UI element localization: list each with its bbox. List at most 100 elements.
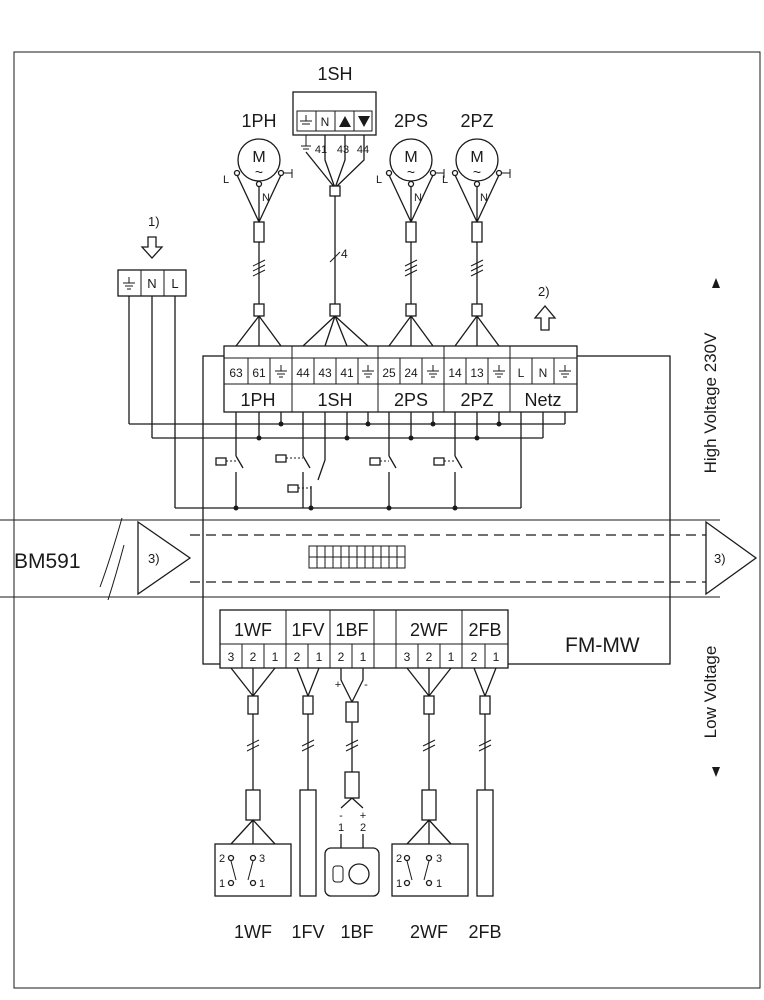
ground-icon: [275, 365, 571, 378]
bottom-label-1wf: 1WF: [234, 922, 272, 942]
lv-cables: + -: [230, 667, 497, 790]
svg-text:L: L: [171, 276, 178, 291]
svg-text:44: 44: [296, 366, 310, 380]
cable-count: 4: [341, 247, 348, 261]
svg-text:43: 43: [337, 144, 349, 156]
svg-text:N: N: [414, 192, 422, 204]
svg-text:3: 3: [436, 853, 442, 865]
svg-text:1: 1: [396, 878, 402, 890]
module-label: FM-MW: [565, 634, 640, 657]
motor-2ps: 2PS M ~ L N: [376, 111, 445, 223]
sensor-2wf: 2 3 1 1: [391, 789, 469, 897]
svg-text:N: N: [147, 276, 156, 291]
svg-text:~: ~: [407, 164, 415, 180]
relay-contacts: [215, 454, 463, 508]
arrow-up-icon: [712, 278, 720, 288]
bus-connector-icon: [308, 545, 406, 569]
low-voltage-label: Low Voltage: [701, 646, 720, 739]
svg-text:13: 13: [470, 366, 484, 380]
svg-text:1: 1: [316, 650, 323, 664]
svg-text:M: M: [252, 149, 265, 166]
svg-text:1: 1: [360, 650, 367, 664]
svg-text:41: 41: [315, 144, 327, 156]
svg-text:1: 1: [259, 878, 265, 890]
svg-text:2: 2: [250, 650, 257, 664]
svg-text:2PZ: 2PZ: [460, 390, 493, 410]
svg-text:1: 1: [338, 822, 344, 834]
bottom-label-1bf: 1BF: [340, 922, 373, 942]
sensor-1bf: - + 1 2: [324, 771, 380, 897]
bus-in-arrow-icon: [137, 520, 192, 596]
arrow-down-icon: [712, 767, 720, 777]
svg-text:2: 2: [396, 853, 402, 865]
svg-text:-: -: [364, 679, 368, 691]
svg-text:3: 3: [259, 853, 265, 865]
note-1: 1): [148, 214, 160, 229]
svg-text:1: 1: [493, 650, 500, 664]
svg-text:N: N: [262, 192, 270, 204]
motor-2pz: 2PZ M ~ L N: [442, 111, 511, 223]
svg-text:1: 1: [436, 878, 442, 890]
svg-text:N: N: [539, 366, 548, 380]
up-triangle-icon: [339, 116, 351, 127]
svg-text:~: ~: [255, 164, 263, 180]
svg-text:25: 25: [382, 366, 396, 380]
arrow-down-outline-icon: [140, 236, 164, 259]
svg-text:2: 2: [360, 822, 366, 834]
svg-text:24: 24: [404, 366, 418, 380]
svg-text:2: 2: [426, 650, 433, 664]
svg-text:1PH: 1PH: [241, 111, 276, 131]
svg-text:1FV: 1FV: [291, 620, 324, 640]
svg-text:+: +: [360, 810, 366, 822]
svg-text:2WF: 2WF: [410, 620, 448, 640]
bus-out-arrow-icon: [705, 520, 758, 596]
svg-text:-: -: [339, 810, 343, 822]
svg-text:43: 43: [318, 366, 332, 380]
svg-text:L: L: [518, 366, 525, 380]
svg-text:+: +: [335, 679, 341, 691]
arrow-up-outline-icon: [533, 304, 557, 331]
svg-text:2PS: 2PS: [394, 390, 428, 410]
svg-text:1WF: 1WF: [234, 620, 272, 640]
bottom-label-2fb: 2FB: [468, 922, 501, 942]
hv-terminal-block: 63 61 44 43 41 25 24 14 13 L N 1PH 1SH 2…: [223, 345, 578, 413]
mains-input-box: N L: [117, 269, 187, 297]
svg-text:L: L: [442, 174, 448, 186]
svg-text:14: 14: [448, 366, 462, 380]
svg-text:M: M: [404, 149, 417, 166]
svg-text:41: 41: [340, 366, 354, 380]
down-triangle-icon: [358, 116, 370, 127]
svg-text:2: 2: [294, 650, 301, 664]
svg-text:1SH: 1SH: [317, 390, 352, 410]
hv-cables: [235, 196, 500, 347]
svg-text:2: 2: [338, 650, 345, 664]
bottom-label-1fv: 1FV: [291, 922, 324, 942]
svg-text:2: 2: [219, 853, 225, 865]
svg-text:Netz: Netz: [524, 390, 561, 410]
svg-text:M: M: [470, 149, 483, 166]
svg-text:3: 3: [404, 650, 411, 664]
svg-text:N: N: [321, 115, 330, 129]
svg-text:1: 1: [448, 650, 455, 664]
svg-text:63: 63: [229, 366, 243, 380]
sensor-1fv: [299, 789, 317, 897]
svg-text:1BF: 1BF: [335, 620, 368, 640]
motor-1ph: 1PH M ~ L N: [223, 111, 293, 223]
svg-text:2PS: 2PS: [394, 111, 428, 131]
svg-text:~: ~: [473, 164, 481, 180]
bottom-label-2wf: 2WF: [410, 922, 448, 942]
svg-text:1: 1: [272, 650, 279, 664]
svg-text:44: 44: [357, 144, 369, 156]
note-3-right: 3): [714, 551, 726, 566]
svg-text:1PH: 1PH: [240, 390, 275, 410]
svg-text:3: 3: [228, 650, 235, 664]
svg-text:N: N: [480, 192, 488, 204]
svg-text:61: 61: [252, 366, 266, 380]
bus-label: BM591: [14, 550, 81, 573]
actuator-1sh: 1SH N 41 43 44: [292, 64, 377, 197]
svg-text:2: 2: [471, 650, 478, 664]
svg-text:2FB: 2FB: [468, 620, 501, 640]
note-3-left: 3): [148, 551, 160, 566]
